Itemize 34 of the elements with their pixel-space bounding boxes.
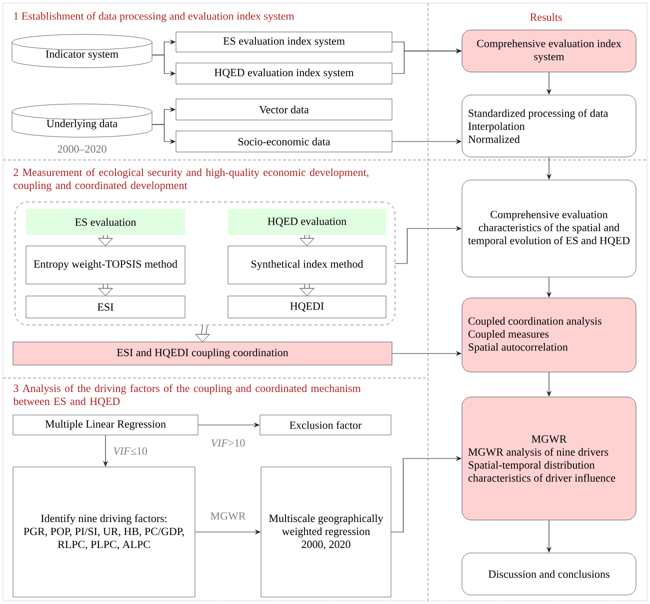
result-box: MGWR MGWR analysis of nine drivers Spatial-temporal distribution characteristics of driver influence xyxy=(462,396,636,520)
hollow-arrow xyxy=(300,235,314,246)
process-box: Synthetical index method xyxy=(228,246,386,284)
section-title: 3 Analysis of the driving factors of the coupling and coordinated mechanism between ES and HQED xyxy=(13,384,361,407)
process-box: Exclusion factor xyxy=(260,414,392,436)
edge-label: MGWR xyxy=(209,511,247,521)
database-cylinder: Indicator system xyxy=(12,34,152,68)
edge-label: VIF≤10 xyxy=(112,446,148,456)
process-box: ESI and HQEDI coupling coordination xyxy=(12,342,392,366)
process-box: HQED evaluation xyxy=(228,209,386,235)
hollow-arrow xyxy=(98,284,113,296)
process-box: Multiscale geographically weighted regression 2000, 2020 xyxy=(260,466,392,598)
result-box: Discussion and conclusions xyxy=(462,552,636,596)
result-box: Comprehensive evaluation characteristics of the spatial and temporal evolution of ES and HQED xyxy=(462,180,636,278)
process-box: ES evaluation xyxy=(26,209,185,235)
caption-text: 2000–2020 xyxy=(58,145,106,153)
process-box: ES evaluation index system xyxy=(176,32,392,52)
process-box: Identify nine driving factors: PGR, POP, PI/SI, UR, HB, PC/GDP, RLPC, PLPC, ALPC xyxy=(12,466,196,598)
process-box: Socio-economic data xyxy=(176,130,392,152)
database-cylinder: Underlying data xyxy=(12,104,152,138)
result-box: Coupled coordination analysis Coupled measures Spatial autocorrelation xyxy=(462,298,636,372)
process-box: HQED evaluation index system xyxy=(176,62,392,84)
group-frame xyxy=(14,202,396,326)
hollow-arrow xyxy=(300,284,314,296)
result-box: Comprehensive evaluation index system xyxy=(462,30,636,72)
process-box: Multiple Linear Regression xyxy=(12,414,198,436)
edge-label: VIF>10 xyxy=(210,438,246,448)
process-box: Vector data xyxy=(176,98,392,120)
process-box: Entropy weight-TOPSIS method xyxy=(26,246,186,284)
hollow-arrow xyxy=(195,324,210,342)
result-box: Standardized processing of data Interpolation Normalized xyxy=(462,94,636,158)
section-title: 2 Measurement of ecological security and high-quality economic development, coupling and coordinated development xyxy=(14,168,368,192)
section-title: 1 Establishment of data processing and evaluation index system xyxy=(14,12,294,22)
hollow-arrow xyxy=(98,235,113,246)
